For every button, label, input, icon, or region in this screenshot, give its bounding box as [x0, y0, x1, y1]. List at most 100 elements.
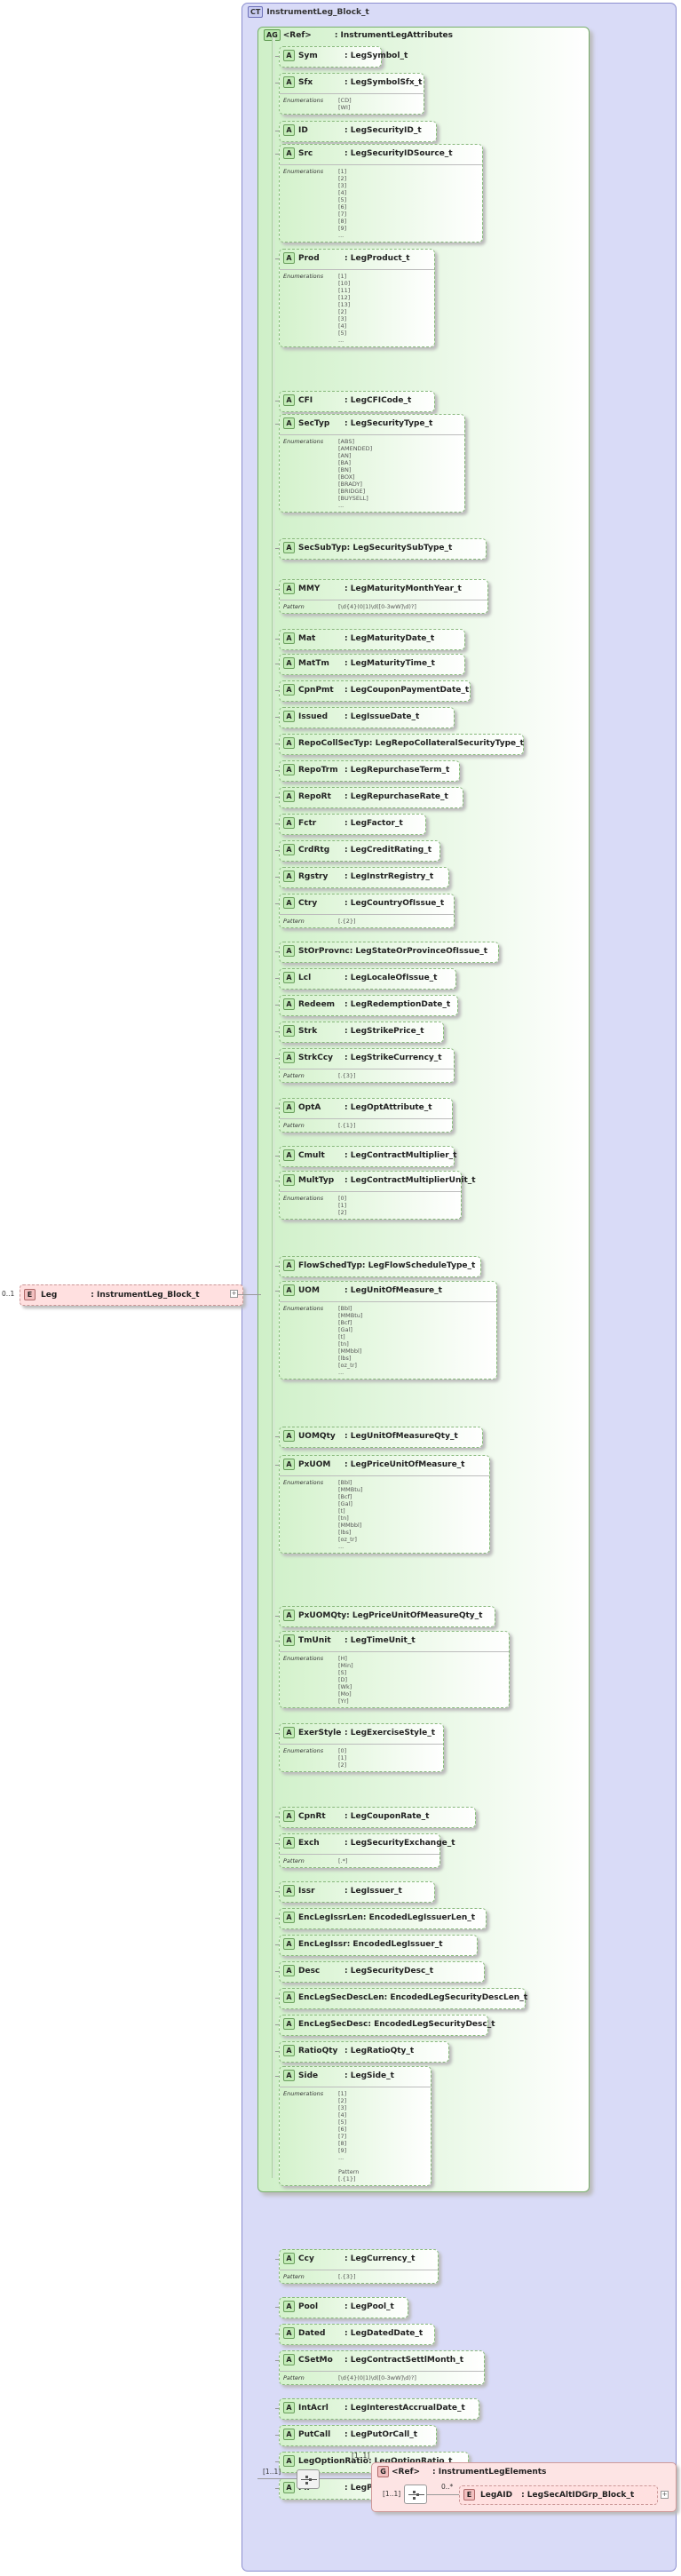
attribute-name: UOMQty	[298, 1432, 336, 1441]
attribute-type: : LegStateOrProvinceOfIssue_t	[349, 947, 488, 956]
attribute-badge: A	[283, 417, 295, 429]
facet-value: ...	[338, 337, 344, 344]
attribute-type: : LegSecurityExchange_t	[344, 1839, 455, 1848]
facet-values: [\d{4}(0|1)\d([0-3wW]\d)?]	[338, 2374, 416, 2381]
facet-value: [Bbl]	[338, 1479, 352, 1486]
attribute-type: : LegSecurityType_t	[344, 419, 433, 428]
facet-label: Pattern	[283, 2374, 305, 2381]
connector-line	[275, 2051, 279, 2052]
attribute-type: : LegSymbol_t	[344, 52, 408, 60]
connector-line	[275, 850, 279, 851]
attribute-type: : LegCouponRate_t	[344, 1812, 430, 1821]
facet-value: [5]	[338, 2119, 347, 2126]
attribute-type: : LegInterestAccrualDate_t	[344, 2404, 465, 2413]
attribute-type: : LegRedemptionDate_t	[344, 1000, 451, 1009]
connector-line	[275, 823, 279, 824]
attribute-name: Side	[298, 2071, 319, 2080]
facet-label: Pattern	[283, 1857, 305, 1864]
attribute-type: : LegUnitOfMeasure_t	[344, 1286, 442, 1295]
facet-label: Enumerations	[283, 1195, 324, 1202]
facet-value: [6]	[338, 2126, 347, 2133]
facet-values: [H][Min][S][D][Wk][Mo][Yr]	[338, 1655, 353, 1705]
connector-line	[275, 1465, 279, 1466]
facet-value: ...	[338, 1543, 344, 1550]
facet-label: Enumerations	[283, 438, 324, 445]
attribute-type: : LegIssueDate_t	[344, 712, 420, 721]
connector-line	[275, 2461, 279, 2462]
root-element-badge: E	[24, 1289, 36, 1300]
attribute-badge: A	[283, 711, 295, 722]
expand-icon[interactable]: +	[661, 2491, 669, 2499]
element-group-badge: G	[377, 2466, 389, 2477]
expand-icon[interactable]: +	[230, 1290, 238, 1298]
attribute-badge: A	[283, 2429, 295, 2440]
attribute-facets: Pattern[.{3}]	[280, 1069, 454, 1082]
attribute-badge: A	[283, 1025, 295, 1037]
connector-line	[275, 978, 279, 979]
child-element-name: LegAID	[480, 2491, 513, 2500]
attribute-badge: A	[283, 1174, 295, 1186]
attribute-badge: A	[283, 817, 295, 829]
facet-value: [8]	[338, 2140, 347, 2147]
attribute-name: OptA	[298, 1103, 321, 1112]
facet-value: ...	[338, 232, 344, 239]
